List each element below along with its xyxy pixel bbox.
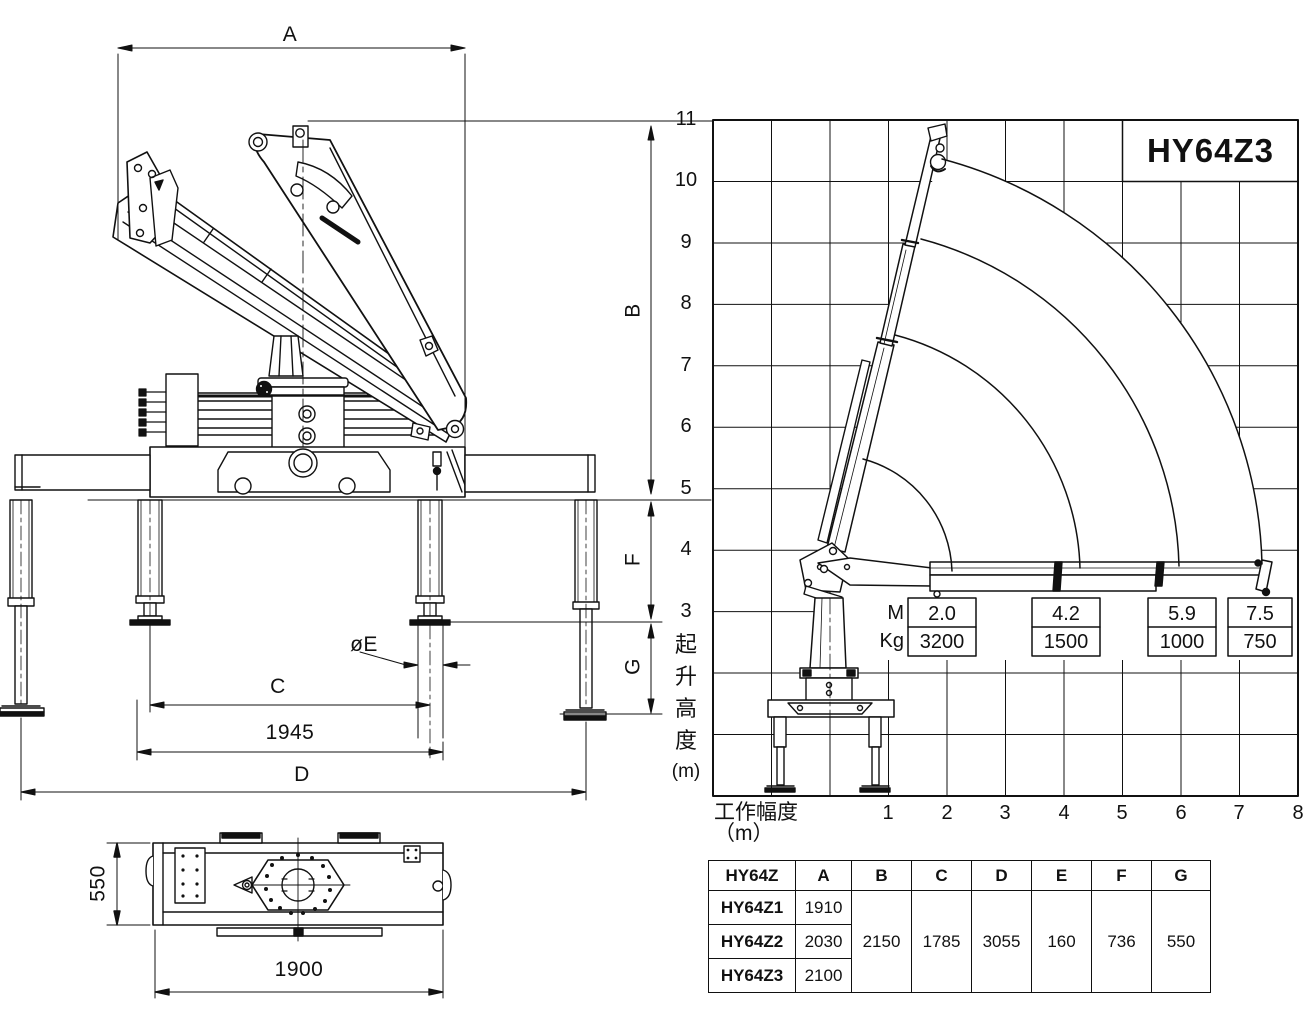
spec-header-d: D bbox=[971, 860, 1032, 891]
x-tick-2: 2 bbox=[941, 802, 953, 824]
spec-d: 3055 bbox=[971, 890, 1032, 993]
load-radius-4: 7.5 bbox=[1246, 603, 1274, 625]
x-tick-5: 5 bbox=[1116, 802, 1128, 824]
load-radius-3: 5.9 bbox=[1168, 603, 1196, 625]
y-tick-5: 5 bbox=[680, 477, 692, 499]
spec-e: 160 bbox=[1031, 890, 1092, 993]
envelope-arcs bbox=[862, 158, 1263, 572]
spec-model-3: HY64Z3 bbox=[708, 958, 796, 993]
x-tick-7: 7 bbox=[1233, 802, 1245, 824]
spec-header-e: E bbox=[1031, 860, 1092, 891]
load-boxes bbox=[907, 597, 1293, 657]
spec-b: 2150 bbox=[851, 890, 912, 993]
chart-model-title: HY64Z3 bbox=[1146, 131, 1275, 169]
spec-row-hy64z3: HY64Z3 2100 bbox=[708, 958, 1211, 993]
load-capacity-3: 1000 bbox=[1159, 631, 1205, 653]
spec-row-hy64z2: HY64Z2 2030 bbox=[708, 924, 1211, 959]
spec-f: 736 bbox=[1091, 890, 1152, 993]
spec-header-a: A bbox=[795, 860, 852, 891]
load-radius-2: 4.2 bbox=[1052, 603, 1080, 625]
load-capacity-2: 1500 bbox=[1043, 631, 1089, 653]
dim-label-b: B bbox=[621, 303, 645, 318]
load-capacity-4: 750 bbox=[1243, 631, 1277, 653]
spec-c: 1785 bbox=[911, 890, 972, 993]
dim-label-a: A bbox=[282, 23, 298, 46]
front-view-dimensions bbox=[20, 44, 714, 801]
y-tick-8: 8 bbox=[680, 292, 692, 314]
dim-label-1945: 1945 bbox=[265, 721, 315, 744]
spec-model-1: HY64Z1 bbox=[708, 890, 796, 925]
y-tick-10: 10 bbox=[674, 169, 698, 191]
front-view-crane bbox=[0, 125, 712, 759]
dim-label-550: 550 bbox=[86, 865, 110, 902]
y-axis-label-char1: 起 bbox=[674, 632, 697, 657]
y-tick-4: 4 bbox=[680, 538, 692, 560]
dim-label-g: G bbox=[621, 658, 645, 675]
spec-table-header-row: HY64Z A B C D E F G bbox=[708, 860, 1211, 891]
dim-label-oe: øE bbox=[350, 633, 378, 656]
load-row-label-kg: Kg bbox=[879, 630, 904, 652]
x-tick-4: 4 bbox=[1058, 802, 1070, 824]
spec-row-hy64z1: HY64Z1 1910 2150 1785 3055 160 736 550 bbox=[708, 890, 1211, 993]
top-view bbox=[106, 832, 452, 999]
dim-label-1900: 1900 bbox=[274, 958, 324, 981]
y-tick-6: 6 bbox=[680, 415, 692, 437]
x-axis-label: 工作幅度（m） bbox=[714, 801, 798, 845]
dim-label-d: D bbox=[294, 763, 310, 786]
load-row-label-m: M bbox=[887, 602, 904, 624]
x-tick-3: 3 bbox=[999, 802, 1011, 824]
spec-g: 550 bbox=[1151, 890, 1211, 993]
load-chart bbox=[712, 119, 1299, 797]
y-axis-label-char3: 高 bbox=[674, 696, 697, 721]
y-axis-label-char4: 度 bbox=[674, 728, 697, 753]
load-radius-1: 2.0 bbox=[928, 603, 956, 625]
x-tick-1: 1 bbox=[882, 802, 894, 824]
y-axis-label-unit: (m) bbox=[671, 761, 701, 782]
spec-a-2: 2030 bbox=[795, 924, 852, 959]
spec-header-c: C bbox=[911, 860, 972, 891]
spec-header-b: B bbox=[851, 860, 912, 891]
x-tick-6: 6 bbox=[1175, 802, 1187, 824]
y-tick-7: 7 bbox=[680, 354, 692, 376]
spec-model-2: HY64Z2 bbox=[708, 924, 796, 959]
spec-header-f: F bbox=[1091, 860, 1152, 891]
spec-header-model: HY64Z bbox=[708, 860, 796, 891]
spec-header-g: G bbox=[1151, 860, 1211, 891]
y-axis-label-char2: 升 bbox=[674, 664, 697, 689]
dim-label-c: C bbox=[270, 675, 286, 698]
dim-label-f: F bbox=[621, 552, 645, 567]
y-tick-9: 9 bbox=[680, 231, 692, 253]
x-tick-8: 8 bbox=[1292, 802, 1304, 824]
spec-table: HY64Z A B C D E F G HY64Z1 1910 2150 178… bbox=[708, 860, 1211, 993]
load-capacity-1: 3200 bbox=[919, 631, 965, 653]
chart-crane-side-view bbox=[764, 123, 1273, 797]
spec-a-1: 1910 bbox=[795, 890, 852, 925]
outrigger-legs bbox=[0, 499, 607, 759]
y-tick-11: 11 bbox=[675, 108, 697, 130]
y-tick-3: 3 bbox=[680, 600, 692, 622]
spec-a-3: 2100 bbox=[795, 958, 852, 993]
